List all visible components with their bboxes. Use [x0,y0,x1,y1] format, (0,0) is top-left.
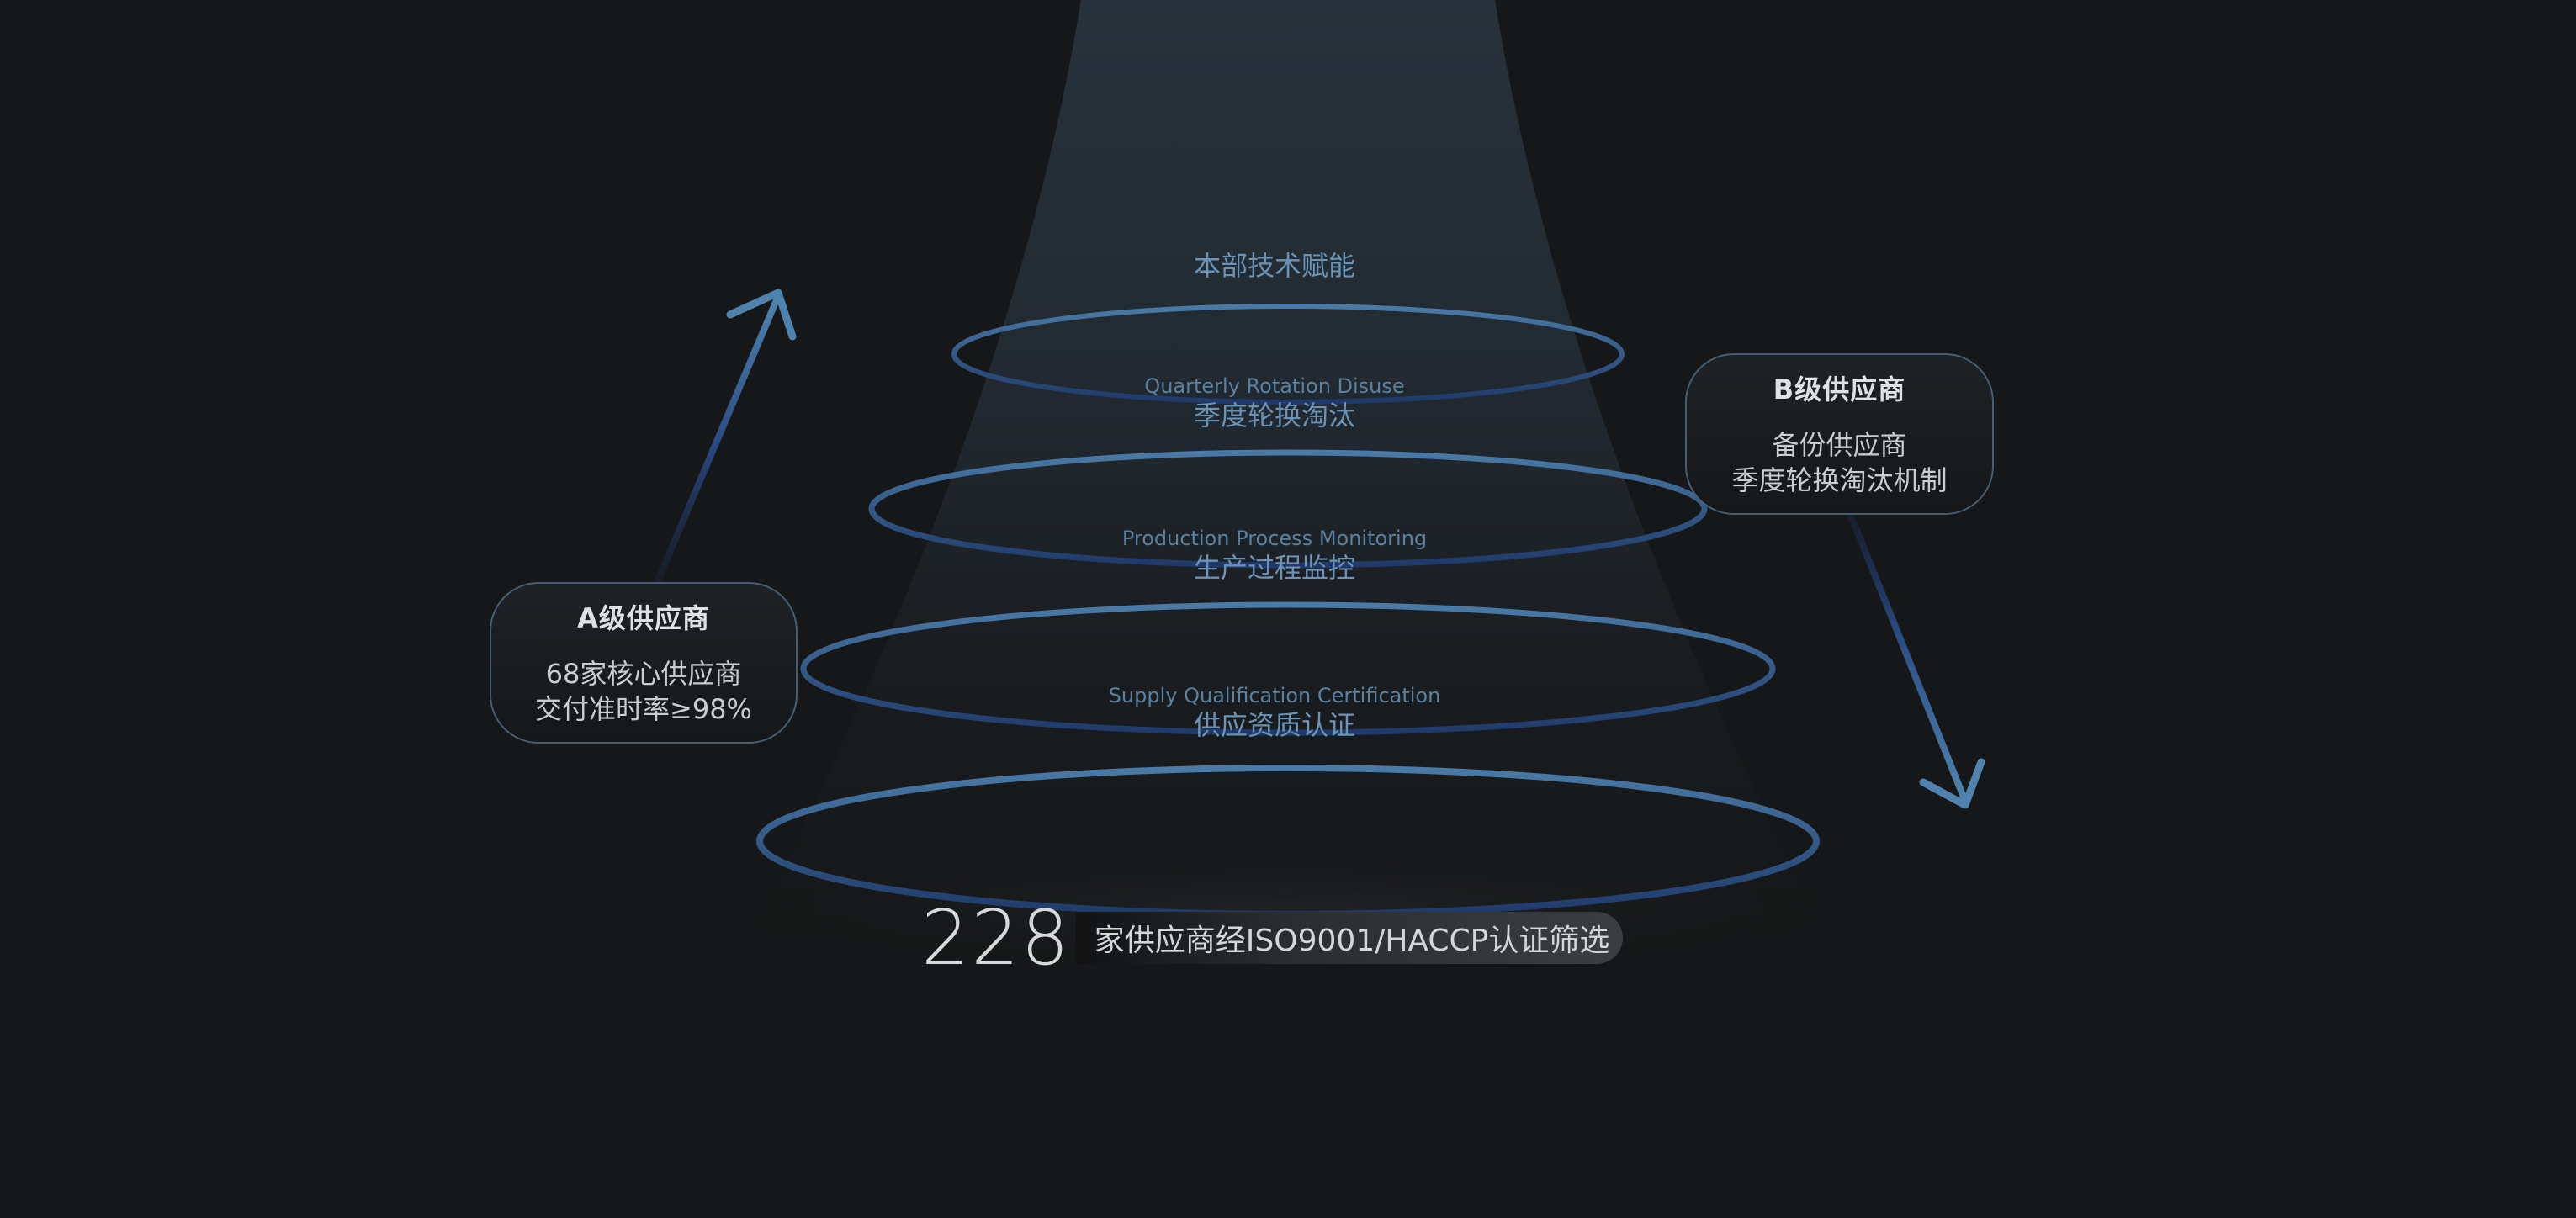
ring-3 [800,601,1776,736]
ring-label-2: Quarterly Rotation Disuse 季度轮换淘汰 [938,373,1611,432]
supplier-count-banner: 228 家供应商经ISO9001/HACCP认证筛选 [921,892,1624,984]
card-title: B级供应商 [1773,373,1906,405]
ring-label-1: 本部技术赋能 [938,249,1611,283]
card-body: 68家核心供应商 交付准时率≥98% [491,656,796,727]
ring-label-zh: 季度轮换淘汰 [1193,400,1355,432]
card-line: 备份供应商 [1772,429,1907,461]
ring-1 [951,304,1625,405]
supplier-count-number: 228 [921,893,1071,982]
card-title: A级供应商 [577,602,710,634]
funnel-rings [756,304,1820,918]
arrow-up-icon [655,289,797,584]
ring-label-en: Production Process Monitoring [1121,527,1428,550]
supplier-card-b: B级供应商 备份供应商 季度轮换淘汰机制 [1685,353,1994,515]
ring-label-zh: 供应资质认证 [1193,709,1355,741]
card-line: 68家核心供应商 [545,658,742,690]
supplier-count-caption: 家供应商经ISO9001/HACCP认证筛选 [1075,912,1624,964]
card-line: 季度轮换淘汰机制 [1731,464,1948,496]
ring-label-zh: 生产过程监控 [1193,552,1355,584]
ring-label-zh: 本部技术赋能 [1193,250,1355,282]
ring-label-3: Production Process Monitoring 生产过程监控 [938,526,1611,585]
supplier-card-a: A级供应商 68家核心供应商 交付准时率≥98% [490,582,798,744]
arrow-down-icon [1843,501,1985,809]
card-line: 交付准时率≥98% [535,693,752,725]
ring-2 [868,449,1708,569]
ring-label-4: Supply Qualification Certification 供应资质认… [938,683,1611,742]
ring-label-en: Quarterly Rotation Disuse [1144,374,1405,398]
card-body: 备份供应商 季度轮换淘汰机制 [1687,427,1992,498]
ring-label-en: Supply Qualification Certification [1108,684,1441,707]
light-beam [750,0,1826,934]
